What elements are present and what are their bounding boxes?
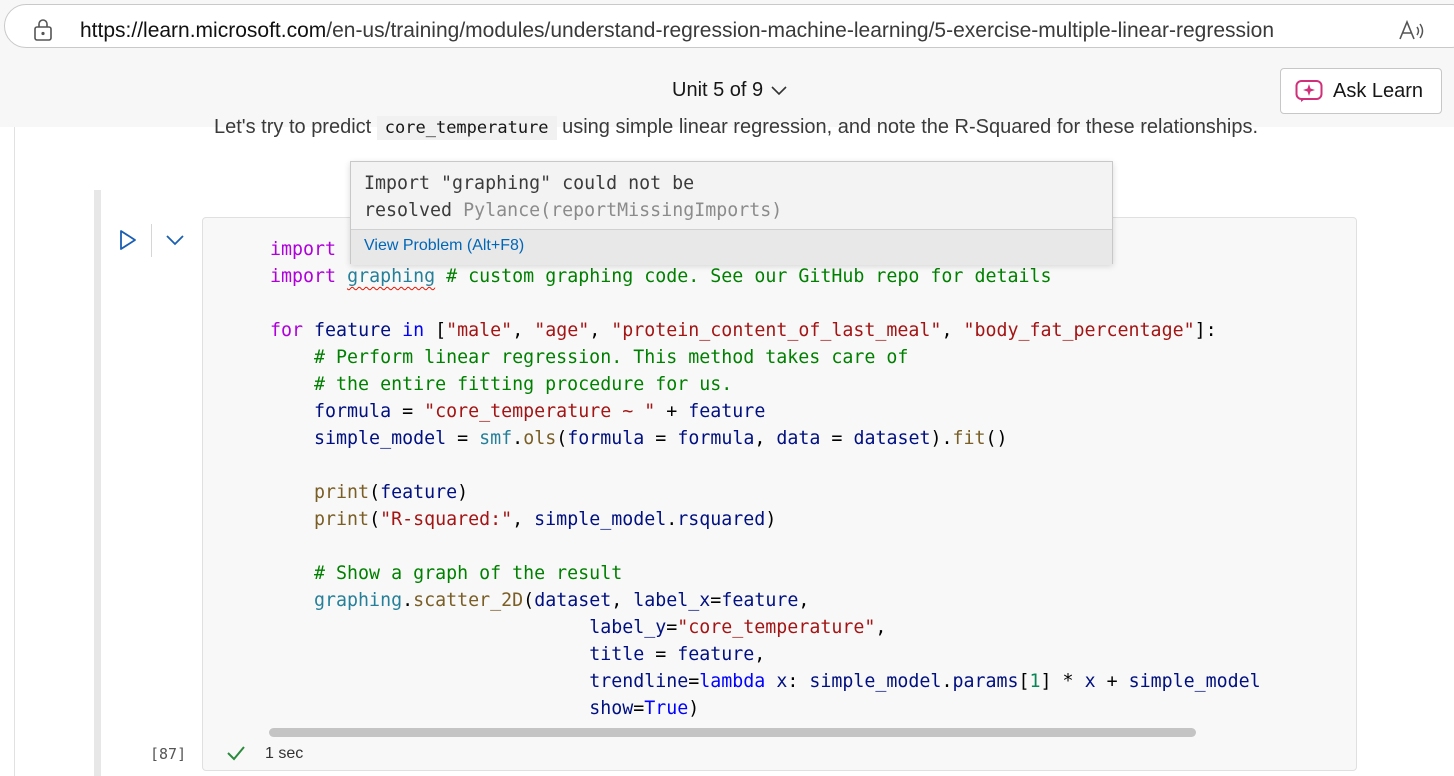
cell-toolbar-separator: [151, 224, 152, 257]
hover-message: Import "graphing" could not be resolved …: [364, 170, 782, 224]
code-line: show=True): [589, 698, 700, 719]
code-line: print("R-squared:", simple_model.rsquare…: [314, 509, 777, 530]
unit-label: Unit 5 of 9: [672, 79, 764, 101]
cell-focus-bar: [94, 190, 101, 776]
intro-inline-code: core_temperature: [376, 116, 557, 140]
intro-prefix: Let's try to predict: [214, 116, 372, 138]
intro-suffix: using simple linear regression, and note…: [562, 116, 1259, 138]
chevron-down-icon: [771, 85, 787, 95]
address-bar: https://learn.microsoft.com/en-us/traini…: [0, 0, 1454, 56]
code-line: formula = "core_temperature ~ " + featur…: [314, 401, 766, 422]
content-divider: [14, 127, 15, 776]
ask-learn-button[interactable]: Ask Learn: [1280, 68, 1442, 114]
read-aloud-icon[interactable]: [1397, 19, 1425, 43]
horizontal-scrollbar[interactable]: [269, 728, 1196, 737]
view-problem-link[interactable]: View Problem (Alt+F8): [364, 237, 525, 254]
code-line: # Show a graph of the result: [314, 563, 623, 584]
hover-source: Pylance(reportMissingImports): [463, 200, 783, 221]
execution-count: [87]: [150, 745, 187, 763]
code-line: label_y="core_temperature",: [589, 617, 887, 638]
run-cell-icon[interactable]: [116, 228, 138, 252]
url-field[interactable]: https://learn.microsoft.com/en-us/traini…: [4, 4, 1454, 48]
code-line: simple_model = smf.ols(formula = formula…: [314, 428, 1008, 449]
code-line: graphing.scatter_2D(dataset, label_x=fea…: [314, 590, 810, 611]
problem-hover-tooltip: Import "graphing" could not be resolved …: [350, 161, 1113, 265]
hover-message-line2: resolved: [364, 200, 453, 221]
copilot-sparkle-icon: [1295, 80, 1323, 102]
intro-paragraph: Let's try to predict core_temperature us…: [214, 116, 1259, 140]
code-editor[interactable]: import import graphing # custom graphing…: [202, 217, 1357, 771]
code-line: title = feature,: [589, 644, 766, 665]
code-block[interactable]: import import graphing # custom graphing…: [270, 236, 1261, 722]
url-host: https://learn.microsoft.com: [80, 19, 327, 42]
code-line: # Perform linear regression. This method…: [314, 347, 909, 368]
unit-selector[interactable]: Unit 5 of 9: [672, 79, 787, 102]
checkmark-icon: [227, 746, 245, 761]
hover-actions-bar: View Problem (Alt+F8): [351, 229, 1112, 265]
url-text[interactable]: https://learn.microsoft.com/en-us/traini…: [80, 19, 1274, 43]
ask-learn-label: Ask Learn: [1333, 79, 1424, 102]
chevron-down-icon[interactable]: [164, 230, 186, 250]
lock-icon[interactable]: [33, 18, 53, 42]
code-line: for feature in ["male", "age", "protein_…: [270, 320, 1217, 341]
unit-header: Unit 5 of 9 Ask Learn: [0, 56, 1454, 127]
code-line: print(feature): [314, 482, 469, 503]
execution-time: 1 sec: [265, 745, 304, 762]
hover-message-line1: Import "graphing" could not be: [364, 173, 695, 194]
code-line: import graphing # custom graphing code. …: [270, 266, 1052, 287]
code-line: trendline=lambda x: simple_model.params[…: [589, 671, 1261, 692]
code-line: import: [270, 239, 337, 260]
url-path: /en-us/training/modules/understand-regre…: [326, 19, 1275, 42]
code-line: # the entire fitting procedure for us.: [314, 374, 733, 395]
